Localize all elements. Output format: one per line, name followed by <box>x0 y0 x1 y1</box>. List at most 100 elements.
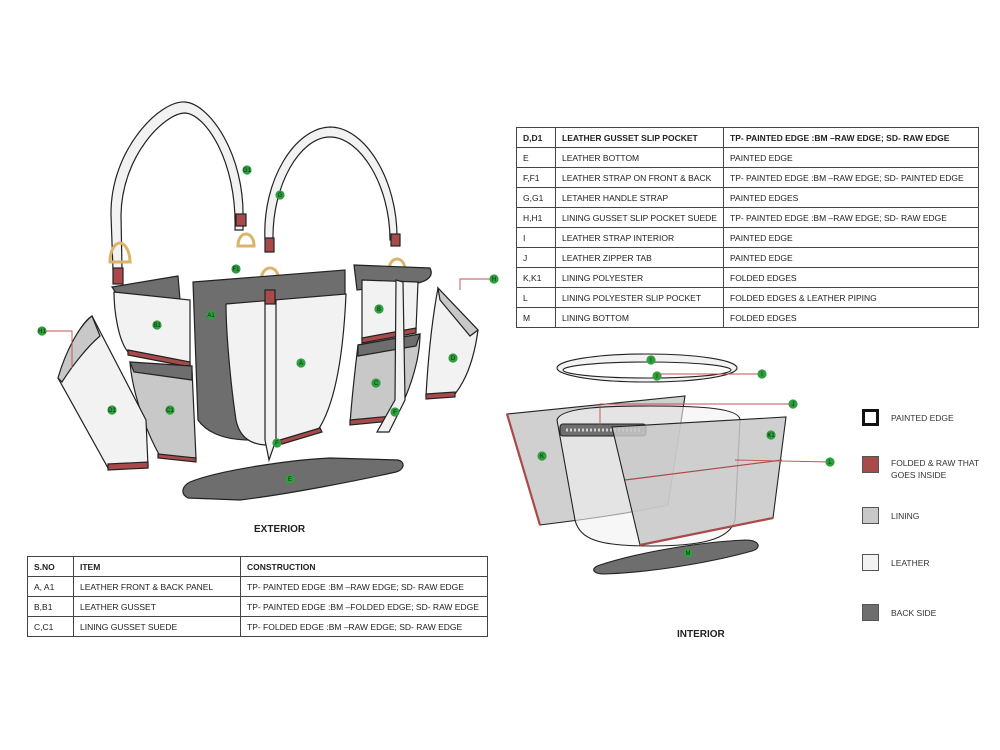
marker-label: C <box>374 381 379 387</box>
leader-j <box>599 403 793 425</box>
strap-f-side <box>375 279 406 433</box>
table-cell: LEATHER ZIPPER TAB <box>555 247 724 268</box>
table-cell: LINING BOTTOM <box>555 307 724 328</box>
marker-dot <box>652 371 662 381</box>
header-item: ITEM <box>73 556 241 577</box>
table-cell: TP- PAINTED EDGE :BM –RAW EDGE; SD- RAW … <box>723 127 979 148</box>
part-marker: K1 <box>766 430 776 440</box>
interior-exploded-view <box>505 353 831 575</box>
table-cell: LETAHER HANDLE STRAP <box>555 187 724 208</box>
table-cell: FOLDED EDGES <box>723 307 979 328</box>
table-cell: PAINTED EDGE <box>723 147 979 168</box>
table-cell: FOLDED EDGES <box>723 267 979 288</box>
marker-dot <box>152 320 162 330</box>
table-cell: PAINTED EDGES <box>723 187 979 208</box>
slip-pocket-d1-lining <box>57 315 101 383</box>
legend-label-leather: LEATHER <box>891 558 930 568</box>
marker-dot <box>371 378 381 388</box>
table-cell: LEATHER BOTTOM <box>555 147 724 168</box>
table-cell: L <box>516 287 556 308</box>
legend-swatch-lining <box>862 507 879 524</box>
marker-dot <box>646 355 656 365</box>
table-cell: TP- PAINTED EDGE :BM –RAW EDGE; SD- RAW … <box>723 207 979 228</box>
marker-dot <box>285 474 295 484</box>
front-panel-a <box>225 293 347 446</box>
marker-dot <box>489 274 499 284</box>
part-marker: G <box>275 190 285 200</box>
marker-label: E <box>288 477 292 483</box>
table-cell: K,K1 <box>516 267 556 288</box>
table-cell: B,B1 <box>27 596 74 617</box>
leader-h <box>459 278 494 290</box>
part-marker: I <box>646 355 656 365</box>
table-cell: G,G1 <box>516 187 556 208</box>
marker-label: F1 <box>232 267 240 273</box>
part-marker: H <box>489 274 499 284</box>
marker-dot <box>448 353 458 363</box>
marker-label: G <box>278 193 283 199</box>
marker-dot <box>390 407 400 417</box>
table-cell: LEATHER GUSSET SLIP POCKET <box>555 127 724 148</box>
leader-l <box>734 459 831 463</box>
slip-pocket-d-lining <box>437 286 479 337</box>
marker-dot <box>766 430 776 440</box>
marker-label: F <box>393 410 397 416</box>
marker-dot <box>272 438 282 448</box>
part-marker: G1 <box>242 165 252 175</box>
handle-tab-g1-left <box>112 267 124 285</box>
marker-dot <box>165 405 175 415</box>
table-cell: A, A1 <box>27 576 74 597</box>
table-cell: M <box>516 307 556 328</box>
marker-label: A <box>299 361 303 367</box>
part-marker: M <box>683 548 693 558</box>
slip-pocket-l-line <box>624 459 783 481</box>
table-cell: D,D1 <box>516 127 556 148</box>
legend-label-backside: BACK SIDE <box>891 608 937 618</box>
table-cell: TP- PAINTED EDGE :BM –RAW EDGE; SD- RAW … <box>240 576 488 597</box>
table-cell: LINING GUSSET SUEDE <box>73 616 241 637</box>
part-marker: J <box>788 399 798 409</box>
marker-dot <box>296 358 306 368</box>
marker-label: D1 <box>108 408 116 414</box>
table-cell: LINING POLYESTER <box>555 267 724 288</box>
part-marker: F <box>272 438 282 448</box>
marker-label: M <box>686 551 691 557</box>
part-marker: D <box>448 353 458 363</box>
marker-label: I <box>761 372 763 378</box>
d-ring-mid <box>236 232 256 248</box>
marker-label: K <box>540 454 544 460</box>
part-marker: H1 <box>37 326 47 336</box>
legend-swatch-leather <box>862 554 879 571</box>
marker-label: B1 <box>153 323 161 329</box>
table-cell: TP- PAINTED EDGE :BM –FOLDED EDGE; SD- R… <box>240 596 488 617</box>
table-cell: F,F1 <box>516 167 556 188</box>
part-marker: K <box>537 451 547 461</box>
part-marker: A <box>296 358 306 368</box>
part-marker: B <box>374 304 384 314</box>
leader-h1 <box>42 330 73 368</box>
marker-label: I <box>656 374 658 380</box>
slip-pocket-d-edge <box>425 391 456 400</box>
marker-dot <box>275 190 285 200</box>
part-marker: D1 <box>107 405 117 415</box>
front-strap-f <box>264 299 277 463</box>
table-cell: J <box>516 247 556 268</box>
marker-label: H1 <box>38 329 46 335</box>
marker-label: K1 <box>767 433 775 439</box>
marker-dot <box>231 264 241 274</box>
marker-label: H <box>492 277 496 283</box>
lining-k <box>611 416 787 546</box>
front-strap-f-tab <box>264 289 276 305</box>
lining-k-edge <box>639 516 774 547</box>
marker-label: C1 <box>166 408 174 414</box>
